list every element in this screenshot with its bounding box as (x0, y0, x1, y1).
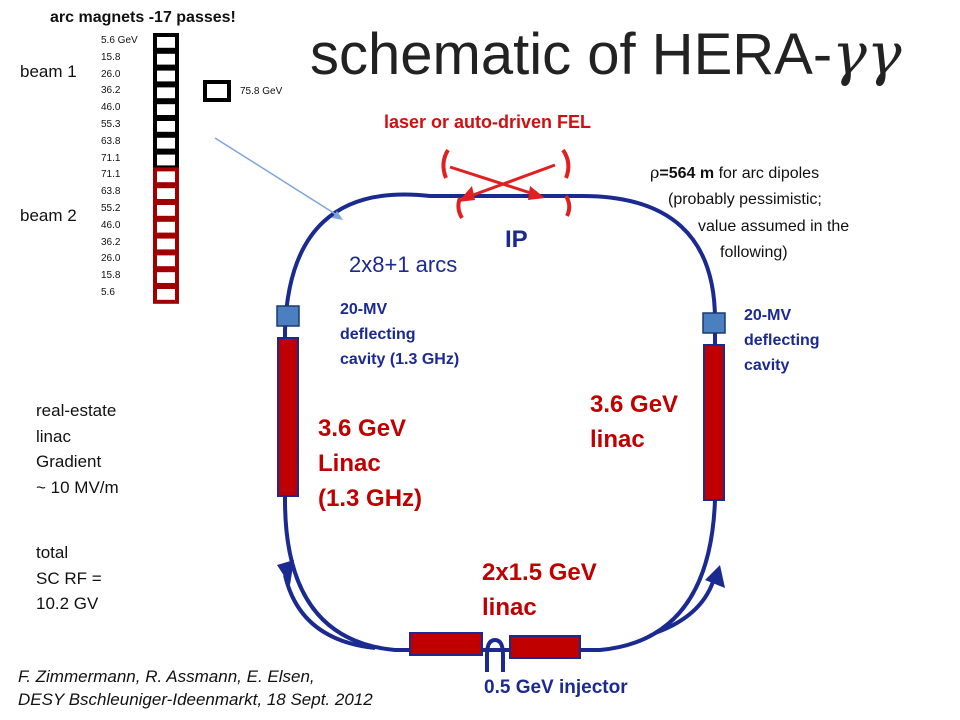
energy-value: 5.6 GeV (101, 35, 138, 46)
energy-value: 46.0 (101, 102, 121, 114)
left-arrowhead (277, 560, 294, 585)
mirror-bottom-left (456, 197, 464, 220)
arc-magnet (153, 100, 179, 119)
top-energy-label: 75.8 GeV (240, 86, 283, 97)
laser-label: laser or auto-driven FEL (384, 112, 592, 132)
left-linac (277, 337, 299, 497)
ip-label: IP (505, 226, 528, 253)
arc-magnet (153, 167, 179, 187)
energy-value: 63.8 (101, 186, 121, 198)
arc-magnet (153, 83, 179, 103)
arc-magnet (153, 150, 179, 170)
bottom-linac-right (509, 635, 581, 659)
arc-magnet (153, 49, 179, 69)
laser-arrowhead-1 (528, 186, 545, 200)
left-arrow (283, 574, 376, 650)
mirror-bottom-right (564, 194, 572, 217)
left-cavity (276, 305, 300, 327)
energy-value: 36.2 (101, 236, 121, 248)
arc-magnet (153, 285, 179, 304)
laser-beam-1 (449, 165, 541, 198)
mirror-top-left (441, 148, 450, 179)
top-energy-magnet (203, 80, 231, 102)
ring-path (283, 192, 717, 652)
energy-value: 15.8 (101, 270, 121, 282)
mirror-top-right (561, 148, 571, 179)
arc-magnet (153, 251, 179, 271)
right-arrowhead (705, 565, 725, 588)
rho-note: ρ=564 m for arc dipoles (probably pessim… (650, 163, 850, 262)
energy-value: 55.2 (101, 203, 121, 214)
arc-magnet (153, 184, 179, 203)
arc-magnet (153, 268, 179, 288)
injector-loop (485, 637, 505, 672)
arc-magnet (153, 234, 179, 254)
energy-value: 63.8 (101, 135, 121, 147)
arc-magnet (153, 133, 179, 153)
page-title: schematic of HERA-γγ (310, 20, 902, 88)
bottom-linac-left (409, 632, 483, 656)
arc-magnet (153, 117, 179, 136)
arcs-label: 2x8+1 arcs (349, 252, 458, 277)
arc-magnet (153, 201, 179, 220)
beam2-label: beam 2 (20, 206, 77, 225)
right-cavity (702, 312, 726, 334)
injector-label: 0.5 GeV injector (484, 677, 628, 698)
energy-value: 26.0 (101, 253, 121, 265)
energy-value: 46.0 (101, 219, 121, 231)
energy-value: 26.0 (101, 68, 121, 80)
energy-value: 55.3 (101, 119, 121, 130)
beam1-label: beam 1 (20, 62, 77, 81)
citation: F. Zimmermann, R. Assmann, E. Elsen,DESY… (18, 667, 373, 709)
pointer-arrowhead (332, 211, 343, 220)
energy-value: 15.8 (101, 51, 121, 63)
arc-magnet (153, 217, 179, 237)
energy-value: 36.2 (101, 85, 121, 97)
laser-arrowhead-2 (458, 186, 475, 202)
arc-magnet-stack (153, 33, 179, 304)
arc-magnet (153, 33, 179, 52)
arc-magnet (153, 66, 179, 86)
laser-beam-2 (464, 163, 556, 200)
energy-value: 71.1 (101, 152, 121, 164)
right-linac (703, 344, 725, 501)
pointer-line (214, 137, 341, 218)
energy-value: 5.6 (101, 287, 115, 298)
energy-value: 71.1 (101, 169, 121, 181)
arc-magnets-header: arc magnets -17 passes! (50, 9, 236, 26)
